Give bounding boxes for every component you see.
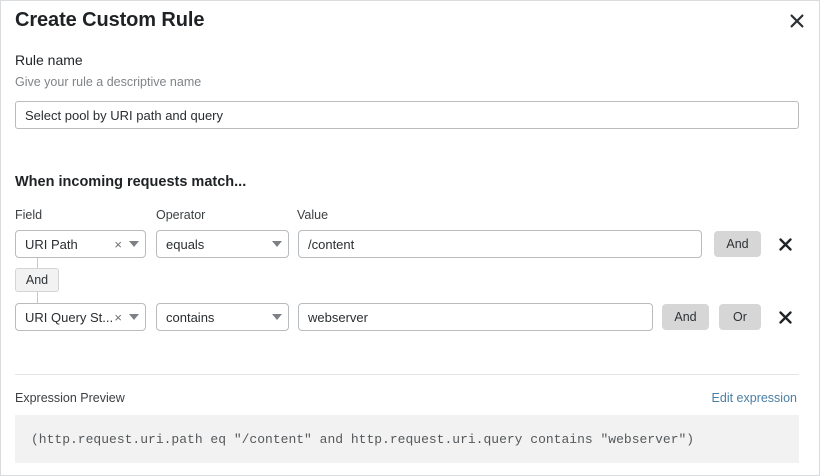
field-select-1[interactable]: URI Path × bbox=[15, 230, 146, 258]
close-icon[interactable] bbox=[785, 9, 809, 33]
column-header-field: Field bbox=[15, 208, 43, 222]
column-header-value: Value bbox=[297, 208, 329, 222]
rule-name-input[interactable] bbox=[15, 101, 799, 129]
remove-condition-1-icon[interactable] bbox=[775, 230, 795, 258]
and-button-1[interactable]: And bbox=[714, 231, 761, 257]
group-logic-badge[interactable]: And bbox=[15, 268, 59, 292]
field-clear-icon[interactable]: × bbox=[114, 236, 122, 252]
edit-expression-link[interactable]: Edit expression bbox=[711, 391, 797, 405]
operator-select-1-value: equals bbox=[166, 236, 205, 252]
rule-name-help-text: Give your rule a descriptive name bbox=[15, 75, 202, 89]
operator-select-2-value: contains bbox=[166, 309, 215, 325]
expression-preview-code: (http.request.uri.path eq "/content" and… bbox=[15, 415, 799, 463]
dialog-title: Create Custom Rule bbox=[15, 9, 205, 31]
chevron-down-icon bbox=[272, 241, 282, 247]
expression-preview-label: Expression Preview bbox=[15, 391, 125, 405]
or-button-2[interactable]: Or bbox=[719, 304, 761, 330]
value-input-1[interactable] bbox=[298, 230, 702, 258]
condition-row: URI Query St... × contains And Or bbox=[1, 303, 820, 333]
section-divider bbox=[15, 374, 799, 375]
field-clear-icon[interactable]: × bbox=[114, 309, 122, 325]
field-select-1-value: URI Path bbox=[25, 236, 78, 252]
value-input-2[interactable] bbox=[298, 303, 653, 331]
chevron-down-icon bbox=[272, 314, 282, 320]
and-button-2[interactable]: And bbox=[662, 304, 709, 330]
rule-name-label: Rule name bbox=[15, 52, 83, 68]
remove-condition-2-icon[interactable] bbox=[775, 303, 795, 331]
operator-select-1[interactable]: equals bbox=[156, 230, 289, 258]
field-select-2[interactable]: URI Query St... × bbox=[15, 303, 146, 331]
connector-line bbox=[37, 258, 38, 269]
field-select-2-value: URI Query St... bbox=[25, 309, 114, 325]
column-header-operator: Operator bbox=[156, 208, 206, 222]
chevron-down-icon bbox=[129, 314, 139, 320]
condition-row: URI Path × equals And bbox=[1, 230, 820, 260]
connector-line bbox=[37, 292, 38, 303]
operator-select-2[interactable]: contains bbox=[156, 303, 289, 331]
chevron-down-icon bbox=[129, 241, 139, 247]
conditions-heading: When incoming requests match... bbox=[15, 174, 247, 190]
